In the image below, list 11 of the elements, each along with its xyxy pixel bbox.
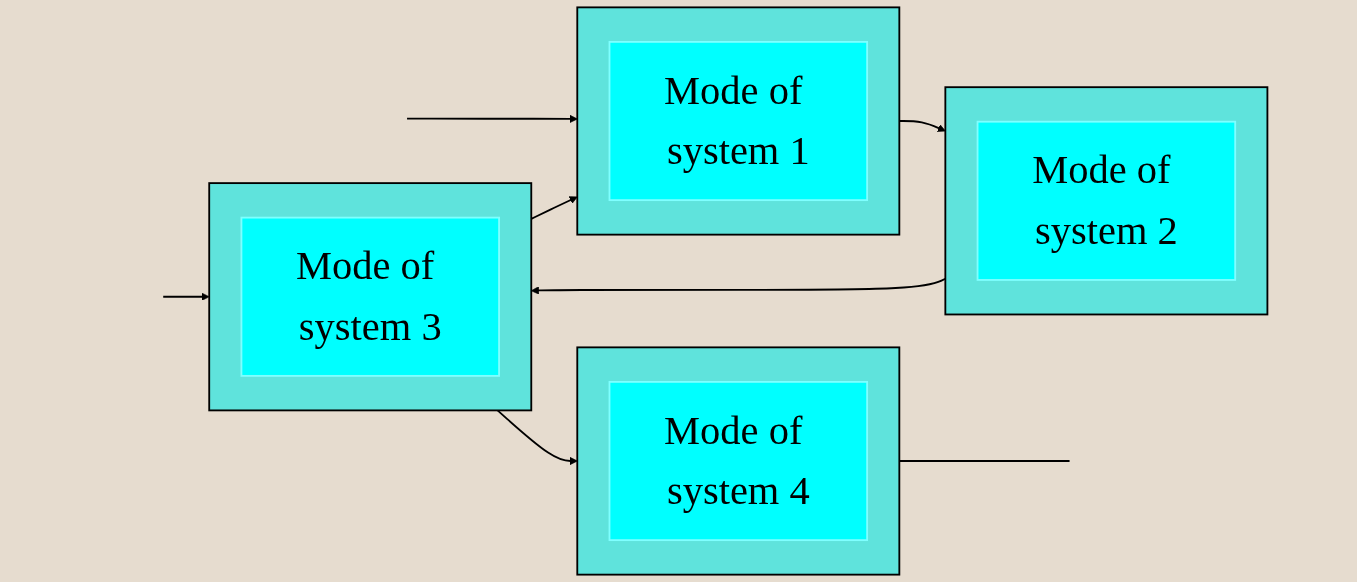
arrow	[162, 292, 210, 301]
cluster	[208, 182, 533, 412]
node-box: Mode of system 4	[608, 380, 869, 542]
node-box: Mode of system 2	[976, 120, 1237, 281]
cluster	[576, 346, 901, 576]
arrow	[496, 409, 578, 466]
node-box: Mode of system 1	[608, 40, 869, 202]
cluster	[576, 6, 901, 236]
node-box: Mode of system 3	[240, 216, 500, 377]
arrow	[406, 114, 578, 123]
cluster	[944, 86, 1269, 316]
